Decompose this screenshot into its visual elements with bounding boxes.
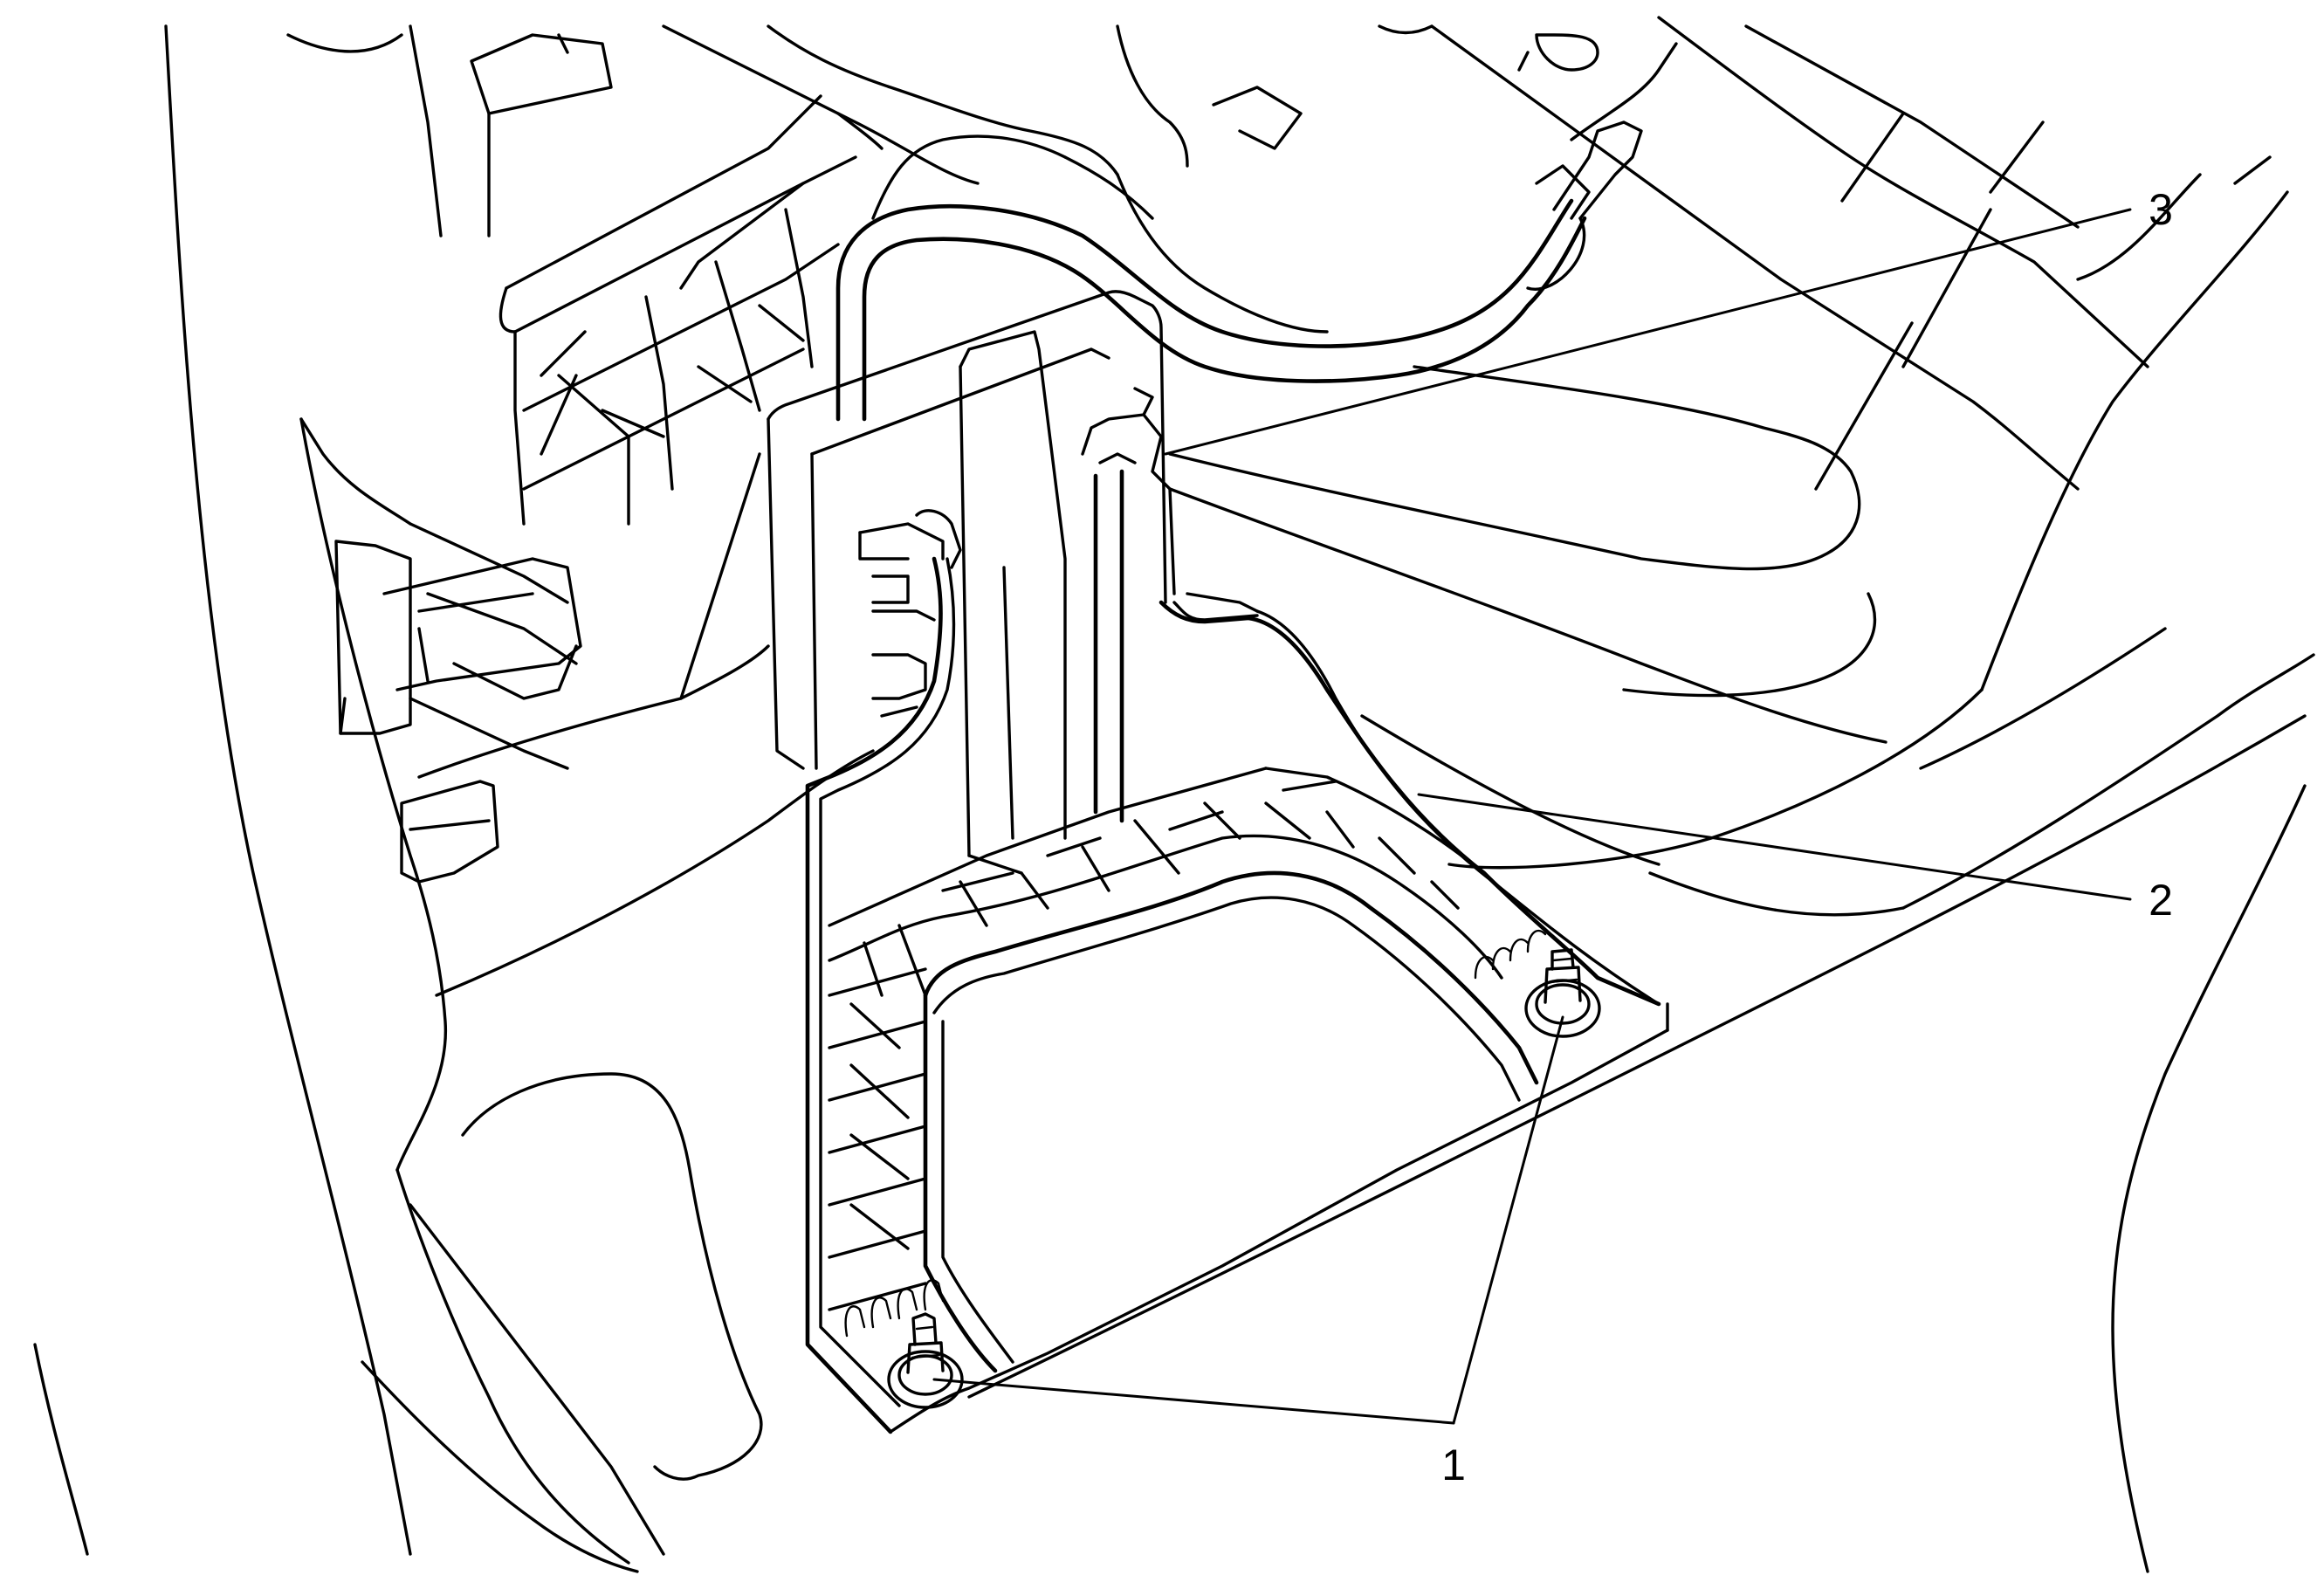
left-pillar-trim — [33, 24, 763, 1573]
leader-3 — [1164, 208, 2132, 456]
dash-panel-upper — [286, 24, 1119, 334]
bracket-floor-ribs — [828, 767, 1547, 1373]
knee-bolster-panel — [967, 365, 2315, 1573]
dash-ribbed-structure — [299, 182, 875, 997]
callout-3: 3 — [2149, 185, 2173, 234]
bracket — [767, 290, 1669, 1434]
leader-2 — [1417, 793, 2132, 901]
leader-1-left — [932, 1378, 1455, 1425]
callout-2: 2 — [2149, 876, 2173, 925]
leader-1-right — [1452, 1015, 1564, 1425]
callout-1: 1 — [1441, 1441, 1466, 1489]
callout-leaders — [932, 208, 2132, 1425]
nut-left — [887, 1312, 964, 1409]
steering-column-housing — [1116, 16, 2289, 870]
wire-harness — [835, 33, 1678, 422]
pillar-connector — [334, 540, 582, 884]
callout-labels: 1 2 3 — [1441, 185, 2173, 1489]
nut-right — [1524, 948, 1601, 1038]
